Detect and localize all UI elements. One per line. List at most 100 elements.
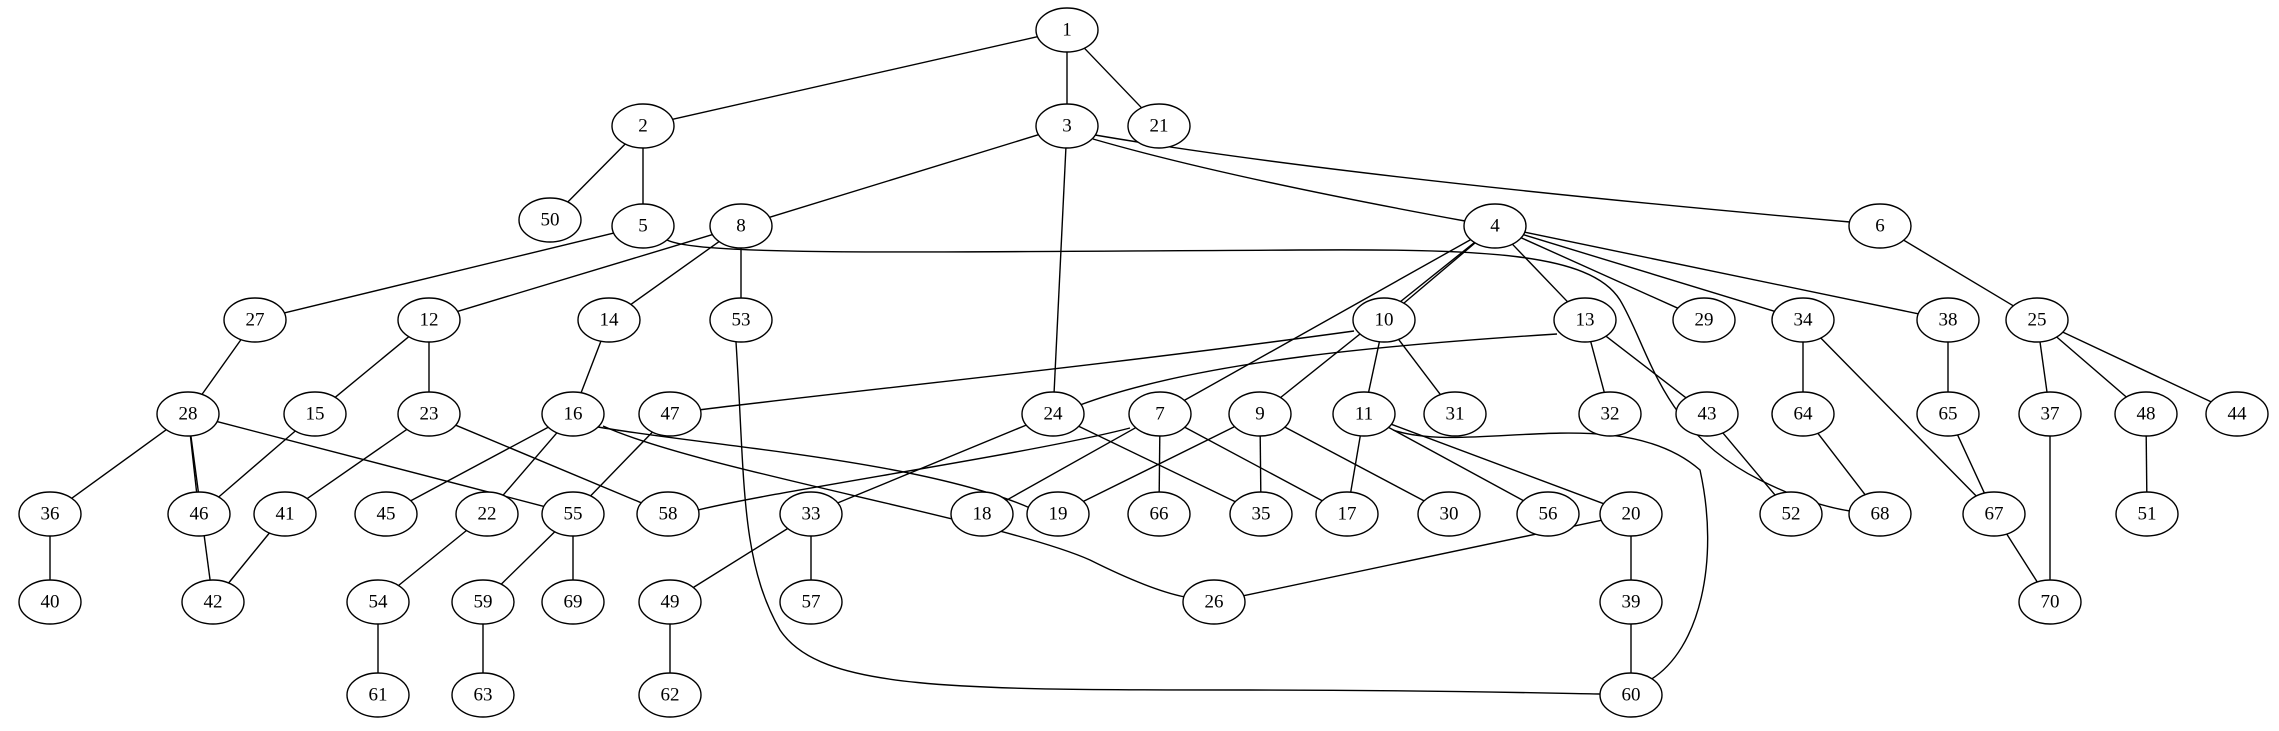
node-label: 51	[2138, 504, 2157, 525]
node-label: 70	[2041, 592, 2060, 613]
node-30: 30	[1417, 491, 1481, 537]
node-label: 30	[1440, 504, 1459, 525]
node-label: 33	[802, 504, 821, 525]
edge-9-30	[1284, 426, 1425, 502]
edge-8-12	[457, 233, 713, 313]
node-ellipse	[18, 579, 82, 625]
node-41: 41	[253, 491, 317, 537]
node-11: 11	[1332, 391, 1396, 437]
node-ellipse	[1599, 672, 1663, 718]
node-38: 38	[1916, 297, 1980, 343]
edge-3-6	[1094, 134, 1851, 223]
node-ellipse	[1848, 203, 1912, 249]
edge-33-49	[692, 527, 789, 589]
node-label: 12	[420, 310, 439, 331]
node-label: 58	[659, 504, 678, 525]
node-49: 49	[638, 579, 702, 625]
node-ellipse	[1127, 103, 1191, 149]
node-ellipse	[1228, 391, 1292, 437]
node-52: 52	[1759, 491, 1823, 537]
node-13: 13	[1553, 297, 1617, 343]
node-29: 29	[1672, 297, 1736, 343]
edge-3-24	[1053, 147, 1067, 393]
edge-22-54	[398, 529, 467, 587]
node-label: 68	[1871, 504, 1890, 525]
node-58: 58	[636, 491, 700, 537]
node-label: 55	[564, 504, 583, 525]
node-label: 20	[1622, 504, 1641, 525]
node-53: 53	[709, 297, 773, 343]
node-62: 62	[638, 672, 702, 718]
node-ellipse	[541, 491, 605, 537]
node-label: 6	[1875, 216, 1885, 237]
node-ellipse	[397, 391, 461, 437]
node-ellipse	[451, 579, 515, 625]
node-1: 1	[1035, 7, 1099, 53]
node-label: 16	[564, 404, 583, 425]
node-label: 64	[1794, 404, 1814, 425]
node-70: 70	[2018, 579, 2082, 625]
node-label: 8	[736, 216, 746, 237]
node-54: 54	[346, 579, 410, 625]
node-label: 54	[369, 592, 389, 613]
node-ellipse	[541, 579, 605, 625]
node-21: 21	[1127, 103, 1191, 149]
node-37: 37	[2018, 391, 2082, 437]
node-51: 51	[2115, 491, 2179, 537]
edge-67-70	[2006, 533, 2038, 583]
node-25: 25	[2005, 297, 2069, 343]
node-ellipse	[2115, 491, 2179, 537]
node-42: 42	[181, 579, 245, 625]
node-ellipse	[1578, 391, 1642, 437]
node-ellipse	[577, 297, 641, 343]
node-44: 44	[2205, 391, 2269, 437]
node-9: 9	[1228, 391, 1292, 437]
node-label: 2	[638, 116, 648, 137]
edge-16-22	[502, 432, 558, 496]
node-label: 31	[1446, 404, 1465, 425]
node-8: 8	[709, 203, 773, 249]
node-ellipse	[1182, 579, 1246, 625]
node-ellipse	[451, 672, 515, 718]
node-61: 61	[346, 672, 410, 718]
node-ellipse	[1675, 391, 1739, 437]
node-ellipse	[1771, 391, 1835, 437]
node-ellipse	[950, 491, 1014, 537]
edge-25-48	[2056, 336, 2127, 398]
node-ellipse	[1021, 391, 1085, 437]
node-label: 66	[1150, 504, 1169, 525]
node-label: 39	[1622, 592, 1641, 613]
node-ellipse	[2205, 391, 2269, 437]
edge-7-17	[1184, 426, 1323, 502]
edge-11-17	[1350, 435, 1361, 493]
node-ellipse	[181, 579, 245, 625]
node-ellipse	[1771, 297, 1835, 343]
node-label: 67	[1985, 504, 2004, 525]
node-ellipse	[638, 579, 702, 625]
node-label: 41	[276, 504, 295, 525]
node-5: 5	[611, 203, 675, 249]
node-18: 18	[950, 491, 1014, 537]
node-22: 22	[455, 491, 519, 537]
node-ellipse	[156, 391, 220, 437]
node-ellipse	[354, 491, 418, 537]
edge-7-18	[1005, 427, 1137, 501]
node-label: 24	[1044, 404, 1064, 425]
node-ellipse	[1553, 297, 1617, 343]
node-label: 56	[1539, 504, 1558, 525]
node-31: 31	[1423, 391, 1487, 437]
node-ellipse	[2018, 391, 2082, 437]
node-ellipse	[1672, 297, 1736, 343]
edge-2-50	[567, 143, 626, 203]
node-ellipse	[541, 391, 605, 437]
edge-25-37	[2039, 341, 2048, 393]
edge-24-35	[1078, 425, 1236, 503]
node-label: 36	[41, 504, 60, 525]
node-39: 39	[1599, 579, 1663, 625]
edge-13-43	[1605, 335, 1687, 399]
node-label: 37	[2041, 404, 2060, 425]
edge-11-56	[1388, 426, 1524, 502]
node-ellipse	[1417, 491, 1481, 537]
node-33: 33	[779, 491, 843, 537]
